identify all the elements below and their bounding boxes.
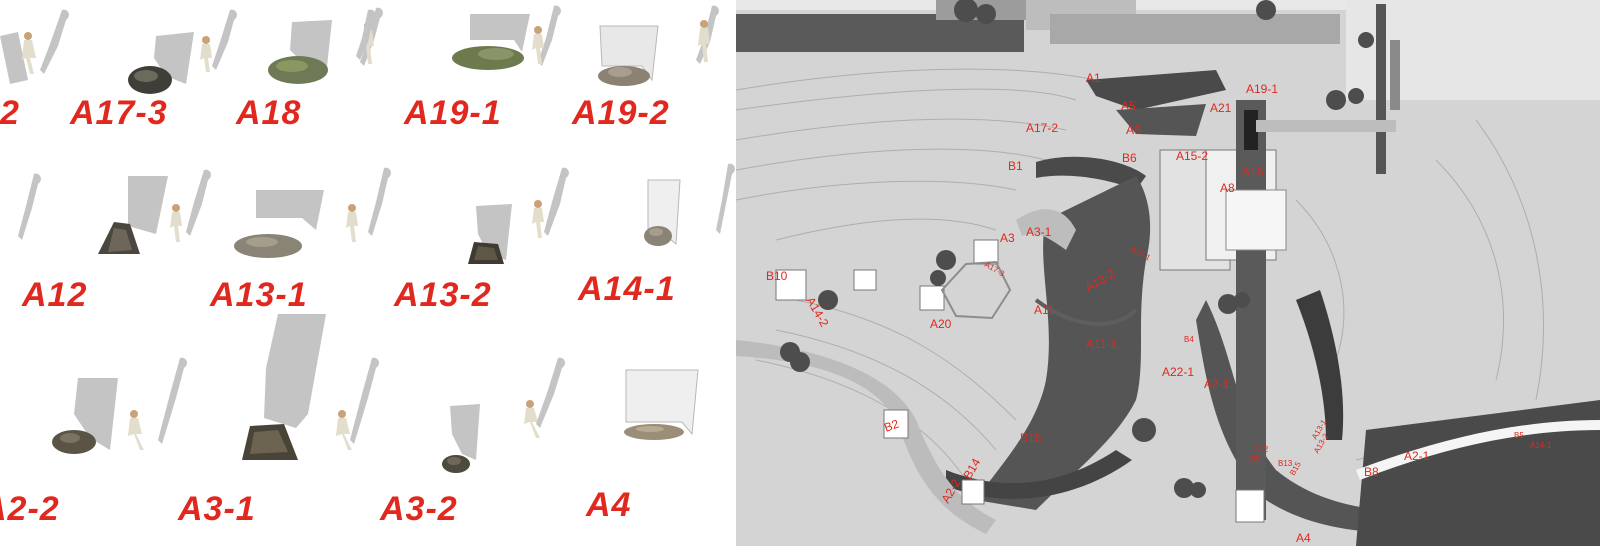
plan-rock-label: A15-2	[1176, 149, 1208, 163]
rock-shadow-figure	[128, 9, 237, 94]
plan-rock-label: A19-1	[1246, 82, 1278, 96]
plan-rock-label: B4	[1184, 335, 1194, 344]
plan-rock-label: B16	[1020, 431, 1042, 445]
rock-label: A17-3	[70, 94, 168, 132]
rock-label: A3-1	[178, 490, 256, 528]
plan-rock-label: B1	[1008, 159, 1023, 173]
plan-rock-label: A6	[1126, 123, 1141, 137]
rock-shadow-figure	[52, 357, 187, 454]
catalog-tile: A3-2	[380, 314, 570, 546]
catalog-tile: A19-2	[572, 0, 736, 140]
plan-rock-label: B10	[766, 269, 788, 283]
plan-rock-label: A20	[930, 317, 952, 331]
plan-rock-label: A11-1	[1086, 337, 1117, 351]
plan-rock-label: A1	[1086, 71, 1101, 85]
rock-label: A12	[22, 276, 88, 314]
rock-shadow-figure	[0, 9, 69, 84]
rock-shadow-figure	[468, 167, 569, 264]
catalog-tile: A4	[580, 314, 736, 546]
plan-rock-label: A16	[1242, 165, 1264, 179]
plan-rock-label: B9	[1250, 455, 1260, 464]
catalog-tile: A18	[236, 0, 406, 140]
rock-shadow-figure	[234, 167, 391, 258]
plan-rock-label: A11	[1034, 303, 1055, 317]
catalog-tile: A13-1	[206, 164, 396, 314]
catalog-tile: A19-1	[356, 0, 574, 140]
plan-rock-label: A12	[1254, 445, 1269, 454]
rock-catalog-panel: 2 A17-3 A18	[0, 0, 736, 546]
rock-label: A3-2	[380, 490, 458, 528]
rock-label: 2	[0, 94, 20, 132]
plan-rock-label: A22-1	[1162, 365, 1194, 379]
catalog-tile: A2-2	[0, 314, 190, 546]
plan-rock-label: A17-2	[1026, 121, 1058, 135]
rock-label: A18	[236, 94, 302, 132]
plan-rock-label: A3	[1000, 231, 1015, 245]
rock-shadow-figure	[624, 369, 699, 440]
rock-shadow-figure	[442, 357, 565, 473]
rock-label: A19-2	[572, 94, 670, 132]
catalog-tile: A13-2	[394, 164, 574, 314]
rock-label: A13-1	[210, 276, 308, 314]
plan-rock-label: B5	[1514, 431, 1524, 440]
plan-rock-label: B6	[1122, 151, 1137, 165]
rock-shadow-figure	[268, 7, 383, 84]
rock-shadow-figure	[644, 163, 735, 246]
catalog-tile: A17-3	[70, 0, 240, 140]
catalog-tile: A12	[18, 164, 218, 314]
plan-rock-label: A2-1	[1204, 377, 1230, 391]
plan-rock-label: B13	[1278, 459, 1293, 468]
catalog-tile: 2	[0, 0, 69, 140]
rock-label: A4	[586, 486, 632, 524]
rock-label: A19-1	[404, 94, 502, 132]
rock-label: A13-2	[394, 276, 492, 314]
plan-rock-label: A21	[1210, 101, 1232, 115]
plan-rock-label: A14-1	[1530, 441, 1552, 450]
rock-shadow-figure	[598, 5, 719, 86]
plan-rock-label: A8	[1220, 181, 1235, 195]
rock-shadow-figure	[242, 314, 379, 460]
rock-shadow-figure	[18, 169, 211, 254]
rock-label: A2-2	[0, 490, 60, 528]
catalog-tile: A14-1	[576, 163, 736, 314]
rock-label: A14-1	[578, 270, 676, 308]
plan-rock-label: A5	[1121, 99, 1136, 113]
plan-rock-label: A3-1	[1026, 225, 1052, 239]
plan-rock-label: B2	[882, 417, 901, 435]
plan-rock-label: A2-1	[1404, 449, 1430, 463]
plan-rock-label: A4	[1296, 531, 1311, 545]
catalog-tile: A3-1	[176, 314, 386, 546]
plan-rock-label: B8	[1364, 465, 1379, 479]
rock-shadow-figure	[356, 5, 561, 70]
